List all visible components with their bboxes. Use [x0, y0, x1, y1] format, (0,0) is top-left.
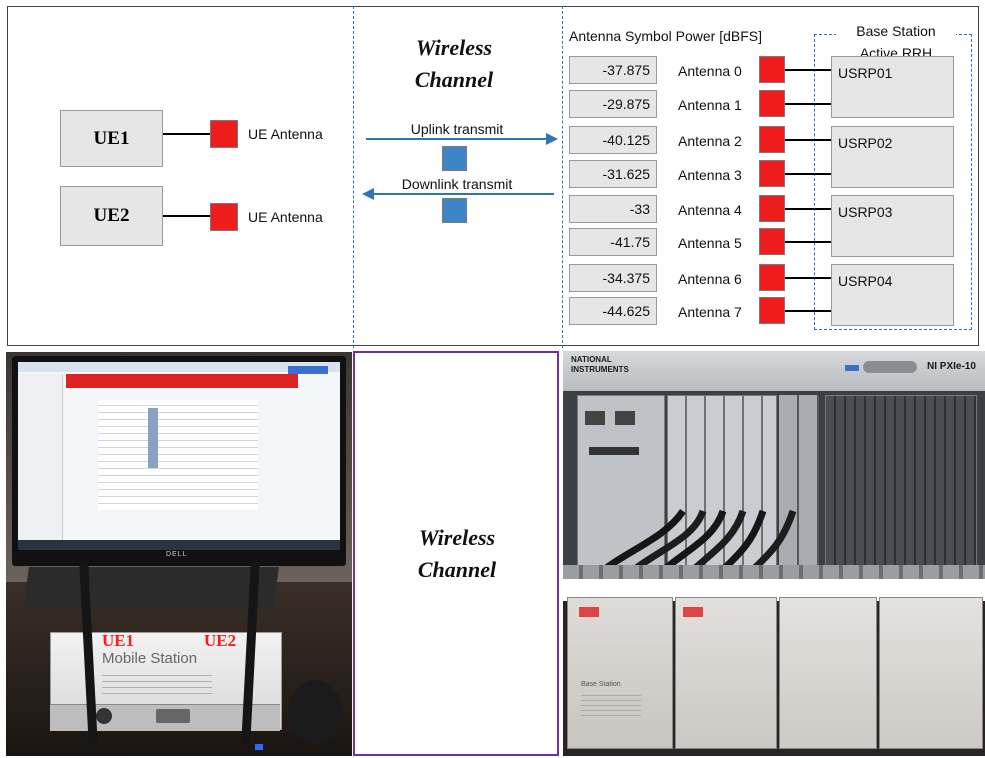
antenna-power-value: -37.875: [569, 56, 657, 84]
antenna-power-value: -34.375: [569, 264, 657, 292]
rrh-unit-4: [879, 597, 983, 749]
uplink-signal-icon: [442, 146, 467, 171]
photo-ue2-label: UE2: [204, 631, 237, 650]
antenna-icon: [759, 126, 785, 153]
ue1-antenna-label: UE Antenna: [248, 126, 323, 142]
antenna-power-value: -31.625: [569, 160, 657, 188]
uplink-label: Uplink transmit: [410, 121, 504, 137]
mouse: [288, 680, 342, 744]
antenna-name-label: Antenna 4: [678, 202, 742, 218]
usrp-box: USRP01: [831, 56, 954, 118]
usrp-box: USRP02: [831, 126, 954, 188]
ue1-link: [163, 133, 210, 135]
uplink-arrow: [366, 133, 558, 145]
antenna-power-value: -44.625: [569, 297, 657, 325]
ue2-box: UE2: [60, 186, 163, 246]
monitor-brand: DELL: [166, 551, 188, 558]
divider-right: [562, 6, 563, 348]
rrh-unit-1: [567, 597, 673, 749]
photo-channel-line1: Wireless: [418, 525, 496, 550]
antenna-name-label: Antenna 0: [678, 63, 742, 79]
antenna-icon: [759, 297, 785, 324]
channel-title: Wireless Channel: [380, 32, 528, 96]
antenna-link: [785, 277, 832, 279]
usrp-box: USRP03: [831, 195, 954, 257]
antenna-power-value: -40.125: [569, 126, 657, 154]
cables: [590, 508, 797, 579]
base-station-text: Base Station: [581, 681, 621, 688]
antenna-link: [785, 208, 832, 210]
antenna-link: [785, 139, 832, 141]
photo-ue1-label: UE1: [102, 631, 135, 650]
antenna-link: [785, 173, 832, 175]
downlink-label: Downlink transmit: [401, 176, 513, 192]
module-slots: [667, 395, 777, 567]
antenna-link: [785, 241, 832, 243]
antenna-link: [785, 103, 832, 105]
antenna-icon: [759, 56, 785, 83]
empty-slots: [825, 395, 977, 567]
chassis-brand-line1: NATIONAL: [571, 355, 612, 364]
chassis-brand-logo: NATIONAL INSTRUMENTS: [571, 355, 631, 375]
photo-channel-line2: Channel: [417, 557, 497, 582]
ue2-antenna-icon: [210, 203, 238, 231]
ue2-antenna-label: UE Antenna: [248, 209, 323, 225]
antenna-name-label: Antenna 3: [678, 167, 742, 183]
power-header: Antenna Symbol Power [dBFS]: [569, 28, 762, 44]
usrp-box: USRP04: [831, 264, 954, 326]
ue2-link: [163, 215, 210, 217]
antenna-name-label: Antenna 7: [678, 304, 742, 320]
chassis-brand-line2: INSTRUMENTS: [571, 365, 629, 374]
channel-photo-panel: [353, 351, 559, 756]
keyboard: [23, 567, 279, 609]
antenna-name-label: Antenna 6: [678, 271, 742, 287]
antenna-name-label: Antenna 5: [678, 235, 742, 251]
antenna-name-label: Antenna 2: [678, 133, 742, 149]
rrh-unit-2: [675, 597, 777, 749]
monitor-screen: [18, 362, 340, 550]
downlink-arrow: [362, 188, 554, 200]
antenna-power-value: -29.875: [569, 90, 657, 118]
bs-title-line1: Base Station: [856, 23, 936, 39]
mobile-station-text: Mobile Station: [102, 650, 198, 667]
channel-title-line1: Wireless: [415, 35, 493, 60]
antenna-power-value: -33: [569, 195, 657, 223]
diagram-border: [7, 6, 979, 346]
ue1-antenna-icon: [210, 120, 238, 148]
divider-left: [353, 6, 354, 348]
antenna-power-value: -41.75: [569, 228, 657, 256]
antenna-icon: [759, 90, 785, 117]
channel-title-line2: Channel: [414, 67, 494, 92]
antenna-link: [785, 69, 832, 71]
antenna-icon: [759, 195, 785, 222]
antenna-icon: [759, 264, 785, 291]
ue2-label: UE2: [93, 205, 130, 226]
rrh-unit-3: [779, 597, 877, 749]
antenna-link: [785, 310, 832, 312]
antenna-icon: [759, 160, 785, 187]
antenna-name-label: Antenna 1: [678, 97, 742, 113]
chassis-model: NI PXIe-10: [927, 361, 976, 372]
downlink-signal-icon: [442, 198, 467, 223]
ue-setup-photo: DELL Mobile Station UE1 UE2: [6, 352, 352, 756]
rrh-photo: Base Station: [563, 583, 985, 756]
antenna-icon: [759, 228, 785, 255]
ue1-label: UE1: [93, 127, 130, 149]
photo-channel-title: Wireless Channel: [372, 522, 542, 586]
ue1-box: UE1: [60, 110, 163, 167]
pxi-chassis-photo: NATIONAL INSTRUMENTS NI PXIe-10: [563, 351, 985, 579]
